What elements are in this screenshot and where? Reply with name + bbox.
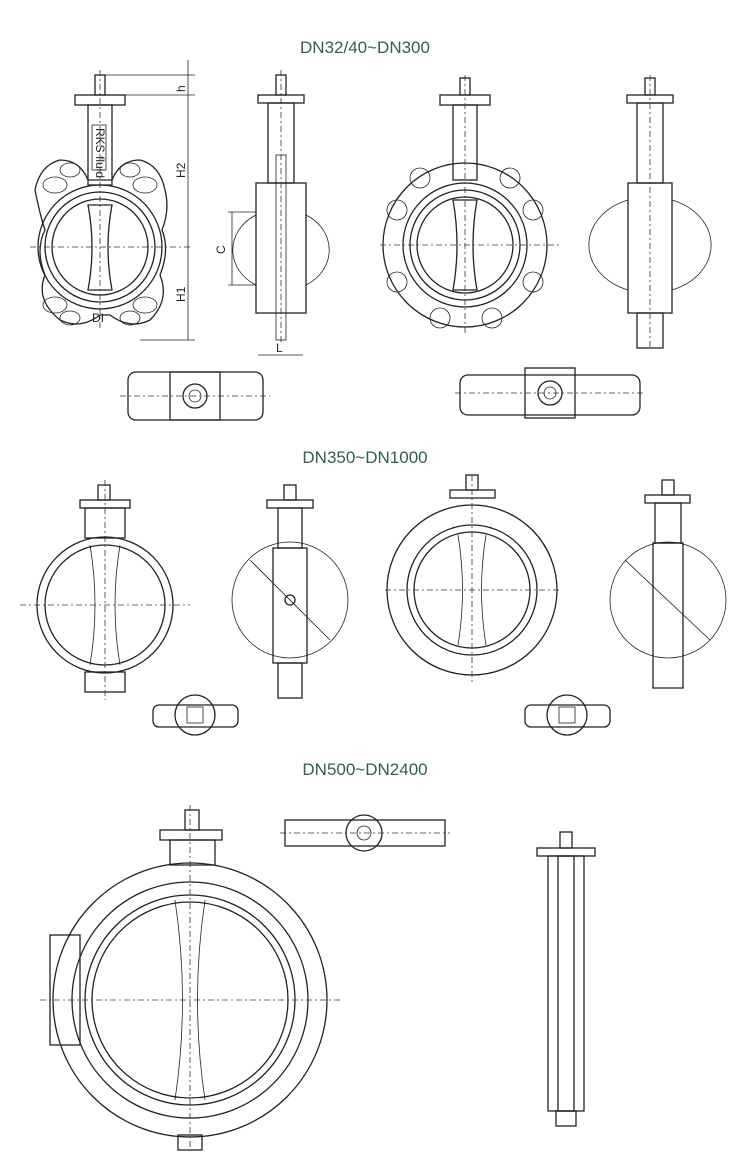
material-marking: DI — [92, 311, 104, 325]
lug-valve-top-view — [455, 367, 645, 419]
dimension-l-label: L — [276, 341, 283, 355]
dn500-flanged-front-view — [40, 805, 340, 1151]
dimension-h1-label: H1 — [174, 286, 188, 302]
dimension-c-label: C — [214, 245, 228, 254]
wafer-valve-side-view: C L — [214, 70, 330, 356]
dn350-top-views — [152, 694, 611, 736]
dn350-lug-front-view — [385, 474, 560, 685]
lug-valve-side-view — [588, 75, 712, 350]
lug-valve-front-view — [380, 75, 560, 335]
dn500-flanged-side-view — [536, 831, 596, 1127]
wafer-valve-front-view: RKS fluid DI h H2 H1 — [30, 60, 195, 341]
dn350-wafer-side-view — [231, 484, 349, 699]
brand-marking: RKS fluid — [93, 128, 107, 178]
section-title-dn350-dn1000: DN350~DN1000 — [302, 448, 428, 467]
wafer-valve-top-view — [120, 371, 270, 421]
dn350-lug-side-view — [609, 479, 727, 689]
section-title-dn500-dn2400: DN500~DN2400 — [302, 760, 428, 779]
dimension-h2-label: H2 — [174, 162, 188, 178]
dn350-wafer-front-view — [20, 480, 190, 700]
section-title-dn32-dn300: DN32/40~DN300 — [300, 38, 430, 57]
dimension-h-label: h — [174, 85, 188, 92]
dn500-flanged-top-view — [280, 814, 450, 852]
